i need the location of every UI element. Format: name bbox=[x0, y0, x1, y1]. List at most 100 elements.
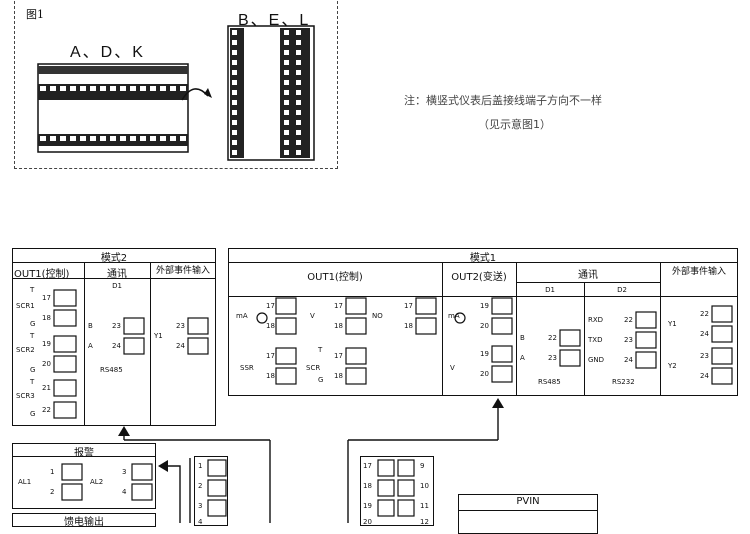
mode1-out2-19b: 19 bbox=[480, 350, 489, 358]
strip-left-3: 3 bbox=[198, 502, 203, 510]
strip-left-1: 1 bbox=[198, 462, 203, 470]
figure1-frame bbox=[14, 0, 338, 169]
horizontal-meter-back bbox=[37, 63, 189, 153]
mode1-arrow-icon bbox=[492, 398, 504, 408]
strip-right-19: 19 bbox=[363, 502, 372, 510]
mode2-comm-term-24: 24 bbox=[112, 342, 121, 350]
mode1-out2-20a: 20 bbox=[480, 322, 489, 330]
mode2-g1: G bbox=[30, 320, 36, 328]
mode1-scr-17: 17 bbox=[334, 352, 343, 360]
mode2-b-label: B bbox=[88, 322, 93, 330]
mode1-d2-22: 22 bbox=[624, 316, 633, 324]
alarm-term-3: 3 bbox=[122, 468, 127, 476]
mode2-term-18: 18 bbox=[42, 314, 51, 322]
strip-right-11: 11 bbox=[420, 502, 429, 510]
alarm-term-4: 4 bbox=[122, 488, 127, 496]
mode1-d2-24: 24 bbox=[624, 356, 633, 364]
mode1-panel bbox=[228, 248, 738, 396]
mode1-title: 模式1 bbox=[469, 253, 497, 264]
mode2-ext-term-24: 24 bbox=[176, 342, 185, 350]
alarm-term-1: 1 bbox=[50, 468, 55, 476]
mode2-scr3: SCR3 bbox=[16, 392, 35, 400]
alarm-arrow-icon bbox=[158, 460, 168, 472]
mode2-g3: G bbox=[30, 410, 36, 418]
orientation-note: 注：横竖式仪表后盖接线端子方向不一样 bbox=[404, 94, 602, 107]
group-bel-label: B、E、L bbox=[238, 12, 311, 29]
mode2-d1-label: D1 bbox=[112, 282, 122, 290]
strip-right-9: 9 bbox=[420, 462, 425, 470]
mode1-scr-18: 18 bbox=[334, 372, 343, 380]
mode1-scr-label: SCR bbox=[306, 364, 321, 372]
orientation-note-ref: （见示意图1） bbox=[478, 118, 551, 131]
strip-right-18: 18 bbox=[363, 482, 372, 490]
mode1-ssr-18: 18 bbox=[266, 372, 275, 380]
mode2-term-20: 20 bbox=[42, 360, 51, 368]
mode1-ext-24b: 24 bbox=[700, 372, 709, 380]
mode2-t2: T bbox=[30, 332, 35, 340]
alarm-title: 报警 bbox=[74, 448, 94, 459]
mode2-comm-header: 通讯 bbox=[107, 269, 127, 280]
strip-right-10: 10 bbox=[420, 482, 429, 490]
mode1-out2-ma: mA bbox=[448, 312, 460, 320]
mode2-arrow-icon bbox=[118, 426, 130, 436]
mode2-term-22: 22 bbox=[42, 406, 51, 414]
mode1-ssr-label: SSR bbox=[240, 364, 254, 372]
mode2-panel bbox=[12, 248, 216, 426]
strip-right-20: 20 bbox=[363, 518, 372, 526]
mode2-title: 模式2 bbox=[100, 253, 128, 264]
mode2-terminals bbox=[53, 289, 209, 419]
mode1-out2-header: OUT2(变送) bbox=[451, 272, 507, 283]
mode1-v-18: 18 bbox=[334, 322, 343, 330]
alarm-panel bbox=[12, 443, 156, 509]
mode1-out2-20b: 20 bbox=[480, 370, 489, 378]
mode2-g2: G bbox=[30, 366, 36, 374]
mode1-out1-header: OUT1(控制) bbox=[307, 272, 363, 283]
mode1-rs485: RS485 bbox=[538, 378, 561, 386]
mode1-txd: TXD bbox=[588, 336, 603, 344]
mode1-ma-18: 18 bbox=[266, 322, 275, 330]
mode1-terminals bbox=[256, 297, 733, 385]
mode2-scr2: SCR2 bbox=[16, 346, 35, 354]
mode1-no-18: 18 bbox=[404, 322, 413, 330]
strip-right-17: 17 bbox=[363, 462, 372, 470]
mode2-term-19: 19 bbox=[42, 340, 51, 348]
mode1-ext-header: 外部事件输入 bbox=[671, 267, 726, 277]
mode1-ext-24a: 24 bbox=[700, 330, 709, 338]
group-adk-label: A、D、K bbox=[70, 44, 145, 61]
mode1-t-label: T bbox=[318, 346, 323, 354]
alarm-al1: AL1 bbox=[18, 478, 32, 486]
mode1-gnd: GND bbox=[588, 356, 605, 364]
mode2-ext-header: 外部事件输入 bbox=[155, 266, 210, 276]
mode1-rs232: RS232 bbox=[612, 378, 635, 386]
mode1-d1-23: 23 bbox=[548, 354, 557, 362]
mode1-y2: Y2 bbox=[668, 362, 677, 370]
mode1-no-label: NO bbox=[372, 312, 383, 320]
mode1-no-17: 17 bbox=[404, 302, 413, 310]
figure1-graphics bbox=[37, 25, 504, 523]
mode2-comm-term-23: 23 bbox=[112, 322, 121, 330]
mode1-d2-label: D2 bbox=[617, 286, 627, 294]
mode2-rs485: RS485 bbox=[100, 366, 123, 374]
mode1-d2-23: 23 bbox=[624, 336, 633, 344]
mode2-t1: T bbox=[30, 286, 35, 294]
mode1-ssr-17: 17 bbox=[266, 352, 275, 360]
mode1-ma-17: 17 bbox=[266, 302, 275, 310]
mode1-out2-19a: 19 bbox=[480, 302, 489, 310]
mode1-g-label: G bbox=[318, 376, 324, 384]
mode1-d1-22: 22 bbox=[548, 334, 557, 342]
mode2-scr1: SCR1 bbox=[16, 302, 35, 310]
mode2-a-label: A bbox=[88, 342, 93, 350]
alarm-al2: AL2 bbox=[90, 478, 104, 486]
mode1-ma-label: mA bbox=[236, 312, 248, 320]
mode1-comm-header: 通讯 bbox=[578, 270, 598, 281]
mode1-v-17: 17 bbox=[334, 302, 343, 310]
mode2-term-17: 17 bbox=[42, 294, 51, 302]
pvin-title: PVIN bbox=[516, 496, 540, 507]
mode2-out1-header: OUT1(控制) bbox=[14, 269, 70, 280]
vertical-meter-back bbox=[227, 25, 315, 161]
mode2-ext-term-23: 23 bbox=[176, 322, 185, 330]
mode1-d1-b: B bbox=[520, 334, 525, 342]
figure1-label: 图1 bbox=[26, 8, 44, 21]
lower-terminals bbox=[61, 459, 415, 517]
mode1-ext-22: 22 bbox=[700, 310, 709, 318]
